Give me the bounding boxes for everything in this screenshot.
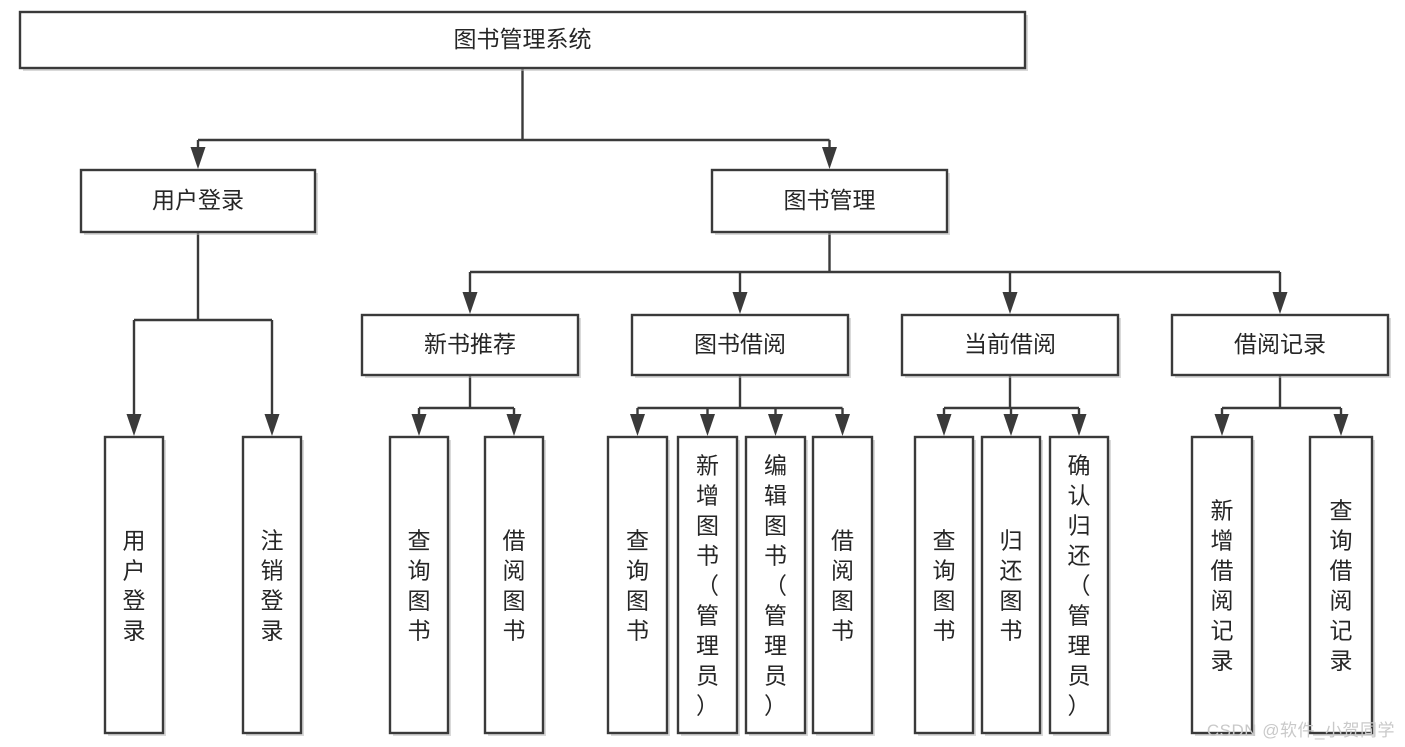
node-box[interactable] — [676, 435, 739, 735]
arrow-head-icon — [1071, 414, 1087, 436]
arrow-head-icon — [700, 414, 715, 436]
node-label: 查询图书 — [408, 527, 431, 643]
arrow-head-icon — [411, 414, 427, 436]
node-box[interactable] — [483, 435, 545, 735]
arrow-head-icon — [1214, 414, 1230, 436]
node-leaf-edit-book[interactable]: 编辑图书（管理员） — [744, 435, 808, 736]
arrow-head-icon — [1002, 292, 1018, 314]
node-user-login[interactable]: 用户登录 — [79, 168, 318, 235]
node-label: 借阅图书 — [831, 527, 854, 643]
arrow-head-icon — [822, 147, 837, 169]
node-leaf-query-record[interactable]: 查询借阅记录 — [1308, 435, 1375, 736]
node-box[interactable] — [1048, 435, 1110, 735]
node-label: 借阅图书 — [503, 527, 526, 643]
connector-group-new-book-recommend — [411, 375, 522, 436]
node-book-borrow[interactable]: 图书借阅 — [630, 313, 851, 378]
node-box[interactable] — [744, 435, 807, 735]
node-label: 图书管理系统 — [454, 26, 592, 52]
node-box[interactable] — [1190, 435, 1254, 735]
arrow-head-icon — [768, 414, 783, 436]
node-label: 借阅记录 — [1234, 331, 1326, 357]
arrow-head-icon — [462, 292, 478, 314]
node-box[interactable] — [79, 168, 317, 234]
node-label: 查询图书 — [626, 527, 649, 643]
node-label: 注销登录 — [261, 527, 284, 643]
node-root[interactable]: 图书管理系统 — [18, 10, 1028, 71]
node-new-book-recommend[interactable]: 新书推荐 — [360, 313, 581, 378]
node-box[interactable] — [103, 435, 165, 735]
node-box[interactable] — [900, 313, 1120, 377]
node-label: 当前借阅 — [964, 331, 1056, 357]
node-label: 确认归还（管理员） — [1068, 452, 1091, 718]
node-box[interactable] — [388, 435, 450, 735]
node-leaf-borrow-book-1[interactable]: 借阅图书 — [483, 435, 546, 736]
connector-group-book-manage — [462, 232, 1288, 314]
node-box[interactable] — [241, 435, 303, 735]
node-leaf-confirm-return[interactable]: 确认归还（管理员） — [1048, 435, 1111, 736]
arrow-head-icon — [1003, 414, 1019, 436]
node-box[interactable] — [630, 313, 850, 377]
arrow-head-icon — [264, 414, 280, 436]
node-leaf-query-book-2[interactable]: 查询图书 — [606, 435, 670, 736]
arrow-head-icon — [835, 414, 850, 436]
connector-group-borrow-record — [1214, 375, 1349, 436]
node-label: 新增借阅记录 — [1211, 497, 1234, 673]
node-leaf-add-book[interactable]: 新增图书（管理员） — [676, 435, 740, 736]
node-label: 图书借阅 — [694, 331, 786, 357]
arrow-head-icon — [506, 414, 522, 436]
arrow-head-icon — [190, 147, 206, 169]
arrow-head-icon — [630, 414, 645, 436]
node-leaf-query-book-3[interactable]: 查询图书 — [913, 435, 976, 736]
node-leaf-return-book[interactable]: 归还图书 — [980, 435, 1043, 736]
node-leaf-user-logout[interactable]: 注销登录 — [241, 435, 304, 736]
node-box[interactable] — [606, 435, 669, 735]
connector-group-current-borrow — [936, 375, 1087, 436]
node-box[interactable] — [1170, 313, 1390, 377]
node-box[interactable] — [811, 435, 874, 735]
node-label: 查询图书 — [933, 527, 956, 643]
node-label: 查询借阅记录 — [1330, 497, 1353, 673]
connector-group-book-borrow — [630, 375, 850, 436]
arrow-head-icon — [936, 414, 952, 436]
arrow-head-icon — [1272, 292, 1288, 314]
node-label: 编辑图书（管理员） — [764, 452, 787, 718]
arrow-head-icon — [1333, 414, 1349, 436]
node-box[interactable] — [360, 313, 580, 377]
node-box[interactable] — [710, 168, 949, 234]
node-leaf-add-record[interactable]: 新增借阅记录 — [1190, 435, 1255, 736]
node-leaf-query-book-1[interactable]: 查询图书 — [388, 435, 451, 736]
node-label: 新书推荐 — [424, 331, 516, 357]
node-label: 图书管理 — [784, 187, 876, 213]
nodes-layer: 图书管理系统用户登录图书管理新书推荐图书借阅当前借阅借阅记录用户登录注销登录查询… — [18, 10, 1391, 736]
node-leaf-borrow-book-2[interactable]: 借阅图书 — [811, 435, 875, 736]
arrow-head-icon — [732, 292, 748, 314]
connectors-layer — [126, 68, 1349, 436]
node-label: 用户登录 — [152, 187, 244, 213]
connector-group-user-login — [126, 232, 280, 436]
node-label: 新增图书（管理员） — [696, 452, 719, 718]
node-box[interactable] — [913, 435, 975, 735]
arrow-head-icon — [126, 414, 142, 436]
node-label: 归还图书 — [1000, 527, 1023, 643]
node-box[interactable] — [18, 10, 1027, 70]
connector-group-root — [190, 68, 837, 169]
node-box[interactable] — [1308, 435, 1374, 735]
node-leaf-user-login[interactable]: 用户登录 — [103, 435, 166, 736]
node-borrow-record[interactable]: 借阅记录 — [1170, 313, 1391, 378]
node-book-manage[interactable]: 图书管理 — [710, 168, 950, 235]
node-current-borrow[interactable]: 当前借阅 — [900, 313, 1121, 378]
node-box[interactable] — [980, 435, 1042, 735]
node-label: 用户登录 — [123, 527, 146, 643]
